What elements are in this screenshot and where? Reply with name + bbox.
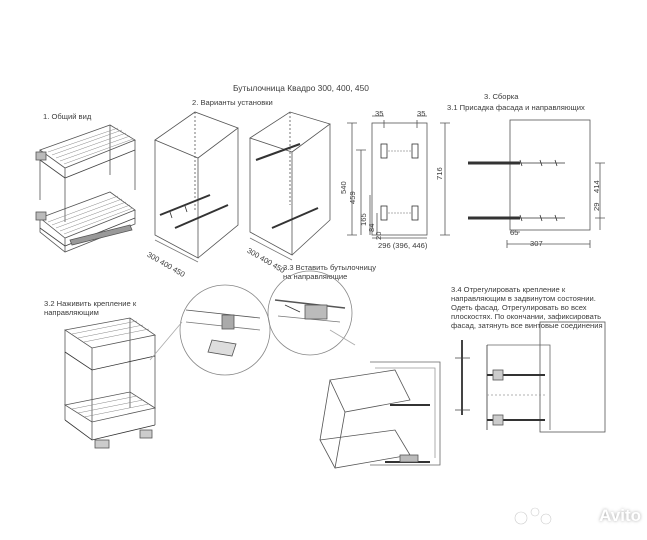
dimension-drawing <box>347 115 450 239</box>
basket-with-clips <box>63 317 157 449</box>
basket-general-view <box>35 124 136 253</box>
dim-296: 296 (396, 446) <box>378 241 428 250</box>
cabinet-variant-2 <box>249 111 331 261</box>
dim-35-right: 35 <box>417 109 426 118</box>
cabinet-variant-1 <box>154 111 239 263</box>
dim-35-left: 35 <box>375 109 384 118</box>
facade-runner-layout <box>468 119 605 248</box>
insert-zoom-detail <box>267 270 356 356</box>
final-adjustment-drawing <box>455 321 606 433</box>
avito-watermark: Avito <box>599 506 641 525</box>
section-3-1-label: 3.1 Присадка фасада и направляющих <box>447 103 585 112</box>
section-3-label: 3. Сборка <box>484 92 519 101</box>
section-1-label: 1. Общий вид <box>43 112 92 121</box>
section-2-label: 2. Варианты установки <box>192 98 273 107</box>
section-3-4-label: 3.4 Отрегулировать крепление к направляю… <box>451 285 603 330</box>
section-3-3-label: 3.3 Вставить бутылочницу на направляющие <box>283 263 376 281</box>
diagram-title: Бутылочница Квадро 300, 400, 450 <box>233 83 369 93</box>
dim-307: 307 <box>530 239 543 248</box>
avito-logo-icon <box>514 507 552 525</box>
dim-65: 65 <box>510 228 519 237</box>
section-3-2-label: 3.2 Наживить крепление к направляющим <box>44 299 137 317</box>
basket-insertion <box>319 361 441 469</box>
clip-zoom-detail <box>149 284 271 376</box>
